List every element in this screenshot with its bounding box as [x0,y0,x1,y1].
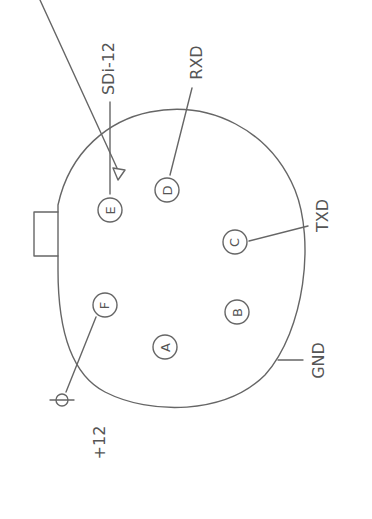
pin-outline [93,293,117,317]
pin-letter: F [97,301,112,308]
signal-name: RXD [187,45,206,79]
pin-circle: B [224,299,250,325]
pin-outline [223,230,247,254]
pin-outline [153,335,177,359]
signal-name: SDi-12 [99,41,118,94]
pin-outline [98,198,122,222]
pin-letter: C [227,237,242,246]
pin-letter: A [158,343,173,352]
pin-circle: E [97,197,123,223]
pin-letter: B [229,308,244,317]
leader-line [66,317,96,392]
terminal-mark [50,399,74,400]
pin-circle: D [154,177,180,203]
pin-outline [155,178,179,202]
pin-circle: F [92,292,118,318]
leader-line [109,102,110,194]
signal-name: +12 [90,425,109,459]
key-tab [34,212,58,256]
pin-outline [225,300,249,324]
leader-line [170,88,192,175]
leader-line [278,359,303,360]
pointer-line [40,0,117,168]
pin-letter: D [159,185,174,195]
signal-name: GND [308,342,327,379]
signal-name: TXD [313,198,332,231]
leader-line [249,226,308,241]
pin-circle: C [222,229,248,255]
connector-housing [58,109,305,407]
pin-circle: A [152,334,178,360]
pointer-triangle [113,168,125,180]
pin-letter: E [103,206,118,214]
